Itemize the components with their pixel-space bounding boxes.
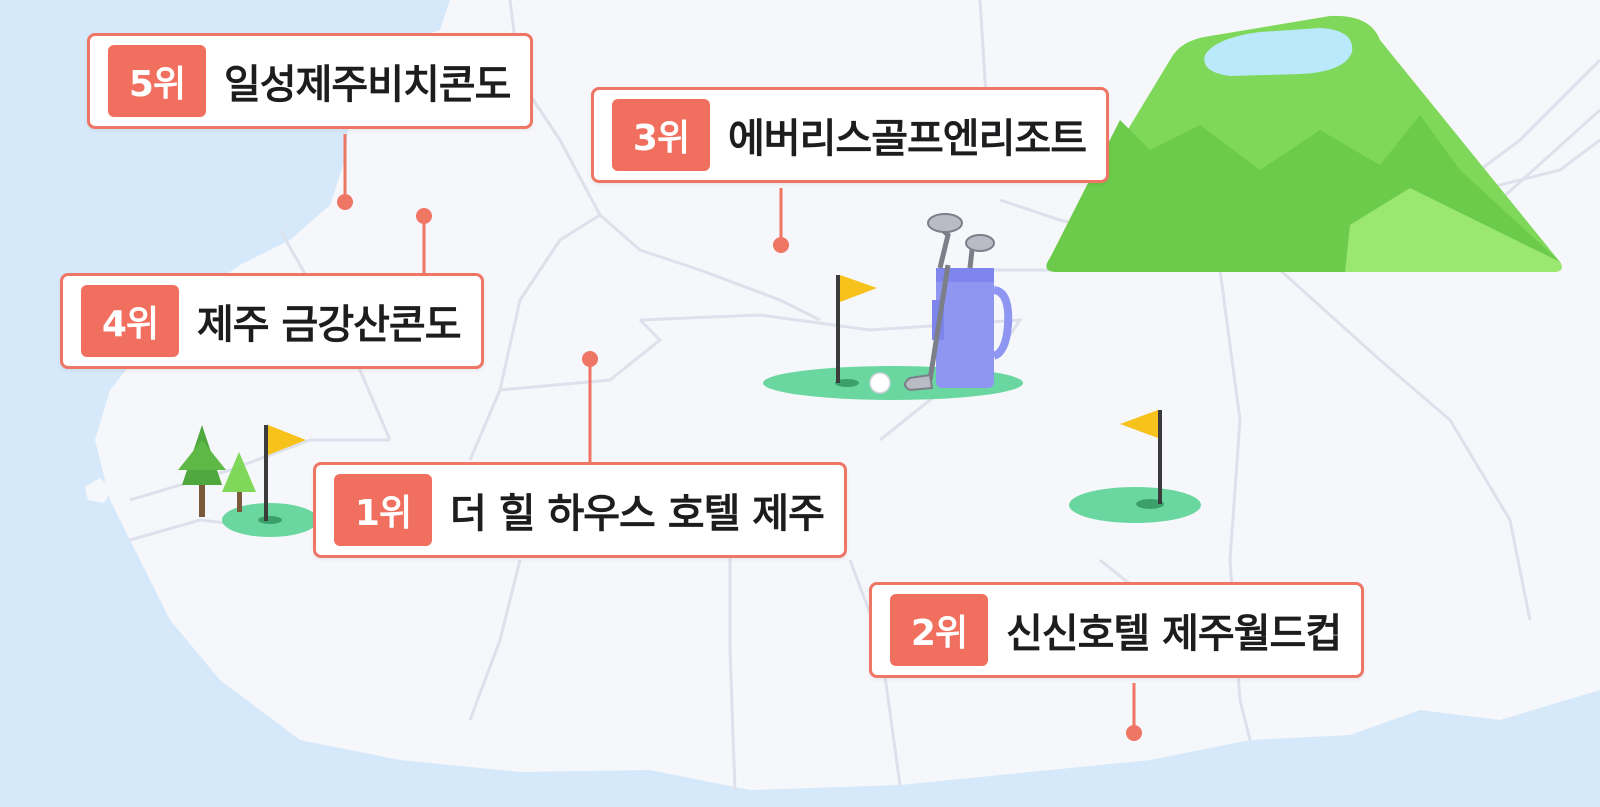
leader-1 <box>582 351 598 463</box>
islet <box>85 478 112 503</box>
rank-badge: 5위 <box>108 45 206 117</box>
rank-badge: 1위 <box>334 474 432 546</box>
place-name: 신신호텔 제주월드컵 <box>1006 611 1342 657</box>
golf-flag-icon <box>264 425 306 521</box>
place-name: 더 힐 하우스 호텔 제주 <box>450 491 825 537</box>
leader-5 <box>337 134 353 210</box>
golf-bag-icon <box>904 213 1013 392</box>
ranking-label-5: 5위 일성제주비치콘도 <box>87 33 534 129</box>
ranking-label-3: 3위 에버리스골프엔리조트 <box>591 87 1109 183</box>
golf-ball-icon <box>869 372 891 394</box>
ranking-label-1: 1위 더 힐 하우스 호텔 제주 <box>313 462 847 558</box>
rank-badge: 4위 <box>81 285 179 357</box>
mountain-icon <box>1046 15 1562 272</box>
place-name: 제주 금강산콘도 <box>197 302 462 348</box>
leader-4 <box>416 208 432 274</box>
leader-2 <box>1126 683 1142 741</box>
lake-icon <box>1204 28 1353 76</box>
golf-flag-icon <box>836 275 877 383</box>
tree-icon <box>178 425 226 517</box>
place-name: 일성제주비치콘도 <box>224 62 511 108</box>
ranking-label-4: 4위 제주 금강산콘도 <box>60 273 484 369</box>
leader-3 <box>773 188 789 253</box>
rank-badge: 2위 <box>890 594 988 666</box>
ranking-label-2: 2위 신신호텔 제주월드컵 <box>869 582 1365 678</box>
golf-green-center <box>763 213 1023 400</box>
place-name: 에버리스골프엔리조트 <box>728 116 1087 162</box>
golf-flag-icon <box>1120 410 1162 504</box>
rank-badge: 3위 <box>612 99 710 171</box>
leaders <box>337 134 1142 741</box>
tree-icon <box>222 452 256 512</box>
golf-green-right <box>1069 410 1201 523</box>
golf-green-left <box>178 425 318 537</box>
